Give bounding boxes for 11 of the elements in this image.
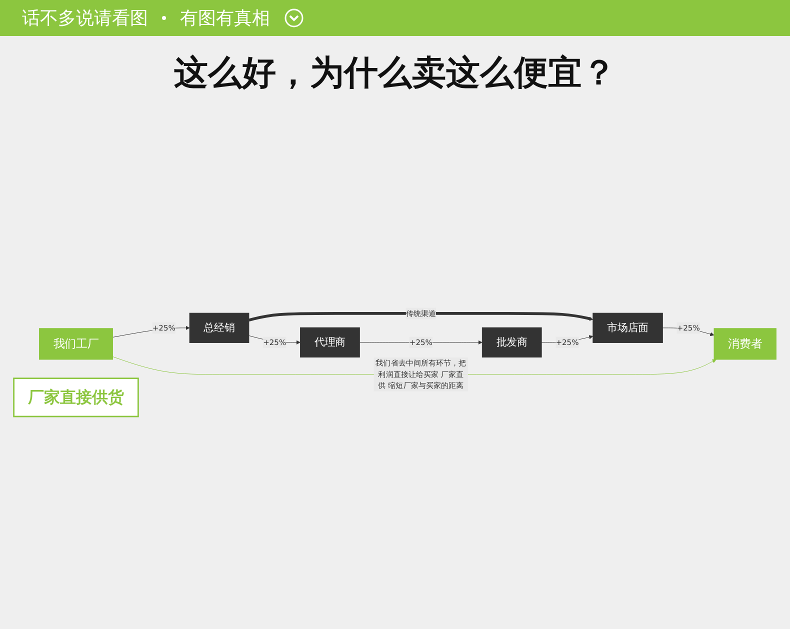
node-box: 市场店面 (592, 312, 663, 343)
node-box: 总经销 (189, 312, 250, 343)
node-box: 厂家直接供货 (13, 378, 139, 418)
node-box: 我们工厂 (39, 328, 113, 360)
header-text: 有图有真相 (180, 7, 270, 30)
arrow (248, 312, 594, 322)
node-box: 消费者 (714, 328, 776, 360)
node-box: 批发商 (482, 327, 542, 358)
node-box: 代理商 (300, 327, 360, 358)
header-text: 话不多说请看图 (22, 7, 148, 30)
heading: 这么好，为什么卖这么便宜？ (173, 52, 617, 95)
